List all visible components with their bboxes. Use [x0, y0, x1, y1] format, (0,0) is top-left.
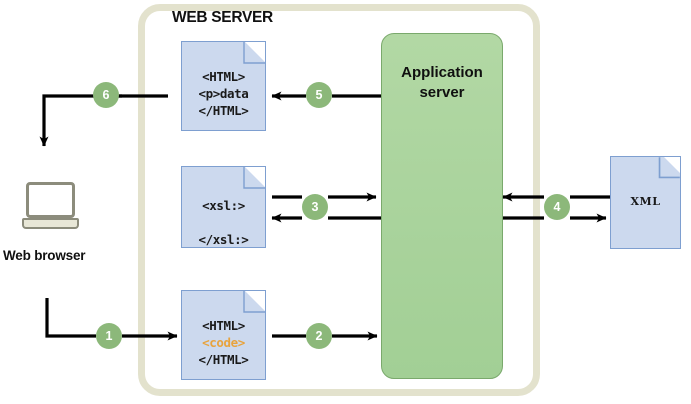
- doc-line: </HTML>: [198, 352, 249, 367]
- html-input-document-text: <HTML> <code> </HTML>: [182, 317, 265, 368]
- html-output-document-body: <HTML> <p>data </HTML>: [182, 42, 265, 130]
- document-fold-corner: [244, 167, 265, 188]
- html-input-document-body: <HTML> <code> </HTML>: [182, 291, 265, 379]
- web-server-container: [138, 4, 540, 396]
- step-badge-4[interactable]: 4: [544, 194, 570, 220]
- xml-document: XML: [610, 156, 681, 249]
- document-fold-corner: [244, 42, 265, 63]
- application-server-label-line2: server: [419, 84, 465, 101]
- application-server-label-line1: Application: [401, 64, 483, 81]
- doc-line: </xsl:>: [198, 232, 249, 247]
- xsl-document-body: <xsl:> </xsl:>: [182, 167, 265, 247]
- line-step1-from-browser: [45, 298, 96, 338]
- xml-document-text: XML: [630, 195, 661, 208]
- application-server-label: Application server: [382, 63, 502, 103]
- step-badge-1[interactable]: 1: [96, 323, 122, 349]
- document-fold-edge-icon: [658, 157, 680, 179]
- document-fold-edge-icon: [243, 167, 265, 189]
- step-badge-2[interactable]: 2: [306, 323, 332, 349]
- doc-line: <xsl:>: [202, 198, 245, 213]
- step-badge-5[interactable]: 5: [306, 82, 332, 108]
- web-server-label: WEB SERVER: [172, 9, 273, 26]
- application-server-box: Application server: [381, 33, 503, 379]
- doc-line: <HTML>: [202, 69, 245, 84]
- document-fold-corner: [663, 157, 680, 174]
- doc-line-highlighted: <code>: [202, 335, 245, 350]
- html-input-document: <HTML> <code> </HTML>: [181, 290, 266, 380]
- doc-line: <p>data: [198, 86, 249, 101]
- doc-line: </HTML>: [198, 103, 249, 118]
- step-badge-3[interactable]: 3: [302, 194, 328, 220]
- xsl-document-text: <xsl:> </xsl:>: [182, 189, 265, 247]
- html-output-document: <HTML> <p>data </HTML>: [181, 41, 266, 131]
- laptop-base-icon: [22, 218, 79, 229]
- step-badge-6[interactable]: 6: [93, 82, 119, 108]
- document-fold-corner: [244, 291, 265, 312]
- document-fold-edge-icon: [243, 42, 265, 64]
- html-output-document-text: <HTML> <p>data </HTML>: [182, 68, 265, 119]
- doc-line: <HTML>: [202, 318, 245, 333]
- laptop-screen-icon: [26, 182, 75, 218]
- xsl-document: <xsl:> </xsl:>: [181, 166, 266, 248]
- xml-document-body: XML: [611, 157, 680, 248]
- laptop-icon: [22, 182, 79, 230]
- web-browser-label: Web browser: [3, 248, 86, 263]
- document-fold-edge-icon: [243, 291, 265, 313]
